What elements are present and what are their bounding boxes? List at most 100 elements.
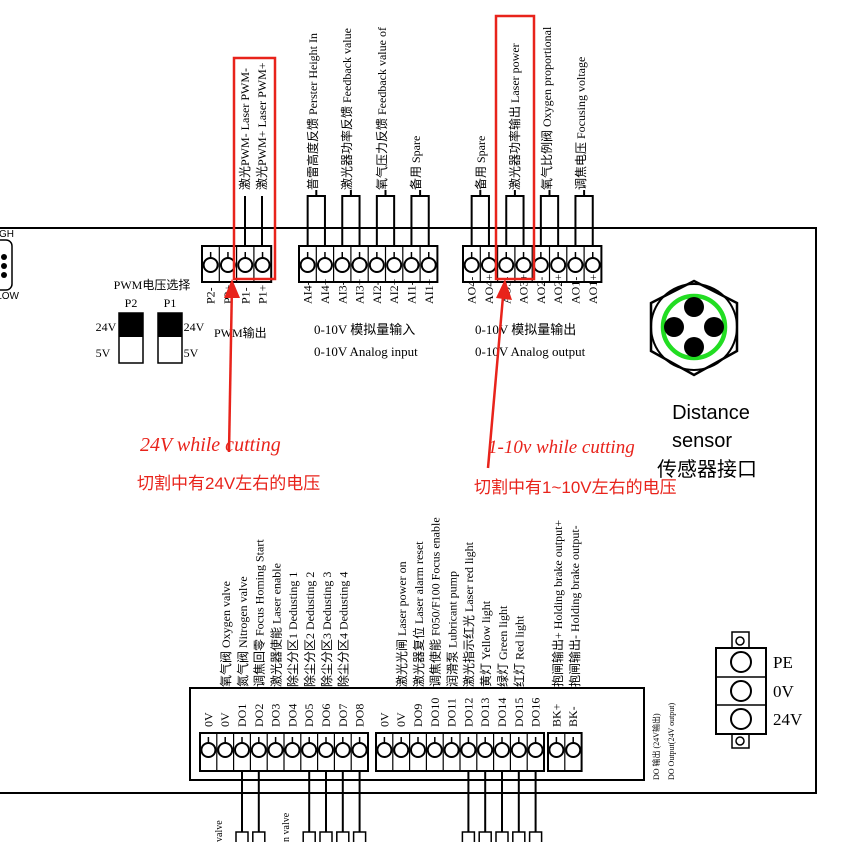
p1-5v-label: 5V: [184, 346, 199, 360]
bottom-group2-screw-5[interactable]: [460, 742, 477, 758]
bottom-terminal-strips: [199, 732, 583, 772]
ao3-highlight-box: [494, 14, 536, 281]
power-pin-pe: [730, 651, 752, 673]
analog_in-screw-3[interactable]: [351, 257, 368, 273]
bottom-group1-screw-9[interactable]: [351, 742, 368, 758]
right-arrow-shaft: [486, 284, 506, 469]
power-label-0v: 0V: [773, 682, 795, 701]
analog_in-screw-0[interactable]: [299, 257, 316, 273]
pwm-plus-label: 激光PWM+ Laser PWM+: [255, 62, 269, 190]
bottom-group2-screw-0[interactable]: [376, 742, 393, 758]
do-label-b-0: 激光光闸 Laser power on: [395, 561, 409, 687]
analog_out-screw-1[interactable]: [480, 257, 497, 273]
analog_out-screw-4[interactable]: [532, 257, 549, 273]
bottom-group1-screw-0[interactable]: [200, 742, 217, 758]
analog_in-screw-7[interactable]: [420, 257, 437, 273]
do-label-a-1: 氮气阀 Nitrogen valve: [235, 576, 250, 687]
do-label-a-7: 除尘分区4 Dedusting 4: [336, 572, 351, 687]
do-label-b-4: 激光指示红光 Laser red light: [461, 541, 476, 687]
bottom-group1-screw-6[interactable]: [301, 742, 318, 758]
bottom-group1-pin-9: DO8: [353, 704, 367, 727]
analog_out-screw-6[interactable]: [567, 257, 584, 273]
bottom-group3-pin-0: BK+: [549, 703, 563, 727]
analog_out-screw-3[interactable]: [515, 257, 532, 273]
bottom-group3-screw-1[interactable]: [565, 742, 582, 758]
analog-in-label-3: 备用 Spare: [409, 136, 423, 190]
red-annotations: 24V while cutting 切割中有24V左右的电压 1-10v whi…: [137, 14, 677, 497]
brake-minus-label: 抱闸输出- Holding brake output-: [567, 525, 582, 687]
left-annotation-cn: 切割中有24V左右的电压: [137, 474, 320, 493]
pwm-minus-label: 激光PWM- Laser PWM-: [238, 68, 252, 190]
bottom-cut-label-2: n valve: [281, 812, 292, 842]
bottom-group1-pin-3: DO2: [252, 704, 266, 727]
bottom-group2-pin-6: DO13: [478, 698, 492, 727]
pwm_left-screw-0[interactable]: [202, 257, 219, 273]
bottom-group2-screw-4[interactable]: [443, 742, 460, 758]
bottom-group2-pin-4: DO11: [445, 698, 459, 727]
sensor-hex-nut: [649, 279, 739, 377]
bottom-group1-screw-1[interactable]: [217, 742, 234, 758]
bottom-group2-screw-8[interactable]: [510, 742, 527, 758]
top-terminal-strips: P2-P2+P1-P1+AI4-AI4+AI3-AI3+AI2-AI2+AI1-…: [201, 245, 603, 304]
analog_out-pin-label-5: AO2+: [551, 274, 565, 304]
analog_in-screw-5[interactable]: [386, 257, 403, 273]
analog_in-pin-label-6: AI1-: [404, 281, 418, 304]
pwm_left-screw-2[interactable]: [237, 257, 254, 273]
bottom-group2-screw-9[interactable]: [527, 742, 544, 758]
analog_in-screw-6[interactable]: [403, 257, 420, 273]
left-arrow-head: [224, 279, 240, 298]
analog_in-screw-2[interactable]: [334, 257, 351, 273]
analog_in-screw-4[interactable]: [368, 257, 385, 273]
bottom-group1-screw-5[interactable]: [284, 742, 301, 758]
do-label-a-2: 调焦回零 Focus Homing Start: [253, 539, 267, 687]
right-annotation-en: 1-10v while cutting: [488, 437, 635, 458]
bottom-group3-screw-0[interactable]: [548, 742, 565, 758]
do-label-a-5: 除尘分区2 Dedusting 2: [302, 572, 317, 687]
analog_out-screw-5[interactable]: [550, 257, 567, 273]
bottom-group2-screw-1[interactable]: [393, 742, 410, 758]
bottom-group2-pin-2: DO9: [411, 704, 425, 727]
top-wire-leads: [244, 190, 594, 246]
do-note-en: DO Output(24V output): [667, 702, 676, 780]
right-arrow-head: [496, 279, 512, 300]
bottom-wire-leads: [235, 771, 543, 842]
analog_out-screw-7[interactable]: [584, 257, 601, 273]
bottom-group1-screw-3[interactable]: [250, 742, 267, 758]
bottom-group2-screw-6[interactable]: [477, 742, 494, 758]
bottom-group2-screw-2[interactable]: [410, 742, 426, 758]
pwm-switch-p2-knob: [119, 313, 143, 337]
do-label-a-6: 除尘分区3 Dedusting 3: [319, 572, 334, 687]
analog_out-pin-label-4: AO2-: [534, 277, 548, 304]
bottom-group1-screw-4[interactable]: [267, 742, 284, 758]
bottom-group1-screw-7[interactable]: [318, 742, 334, 758]
pwm_left-screw-3[interactable]: [254, 257, 271, 273]
analog-out-label-2: 氧气比例阀 Oxygen proportional: [539, 26, 554, 190]
bottom-group1-pin-4: DO3: [269, 704, 283, 727]
analog-in-label-2: 氧气压力反馈 Feedback value of: [374, 27, 389, 190]
sensor-label-cn: 传感器接口: [657, 458, 757, 481]
pwm-voltage-select: PWM电压选择 P2 P1 24V 5V 24V 5V PWM输出: [96, 278, 267, 364]
analog-input-en: 0-10V Analog input: [314, 344, 418, 359]
analog_in-pin-label-0: AI4-: [301, 281, 315, 304]
brake-plus-label: 抱闸输出+ Holding brake output+: [550, 520, 565, 687]
analog_in-pin-label-2: AI3-: [335, 281, 349, 304]
analog_in-pin-label-4: AI2-: [370, 281, 384, 304]
analog_out-screw-2[interactable]: [498, 257, 515, 273]
analog_in-screw-1[interactable]: [316, 257, 333, 273]
analog_out-pin-label-3: AO3+: [517, 274, 531, 304]
bottom-group2-pin-8: DO15: [512, 698, 526, 727]
bottom-group1-pin-6: DO5: [302, 704, 316, 727]
sensor-pin-2: [664, 317, 684, 337]
bottom-group1-pin-5: DO4: [285, 704, 299, 727]
analog_out-pin-label-6: AO1-: [568, 277, 582, 304]
do-block-outline: [189, 687, 645, 781]
bottom-group2-pin-5: DO12: [461, 698, 475, 727]
board-outline: [0, 227, 817, 794]
bottom-group2-screw-7[interactable]: [494, 742, 510, 758]
analog_out-screw-0[interactable]: [463, 257, 480, 273]
bottom-group1-screw-8[interactable]: [334, 742, 351, 758]
bottom-group2-screw-3[interactable]: [426, 742, 443, 758]
bottom-group1-screw-2[interactable]: [234, 742, 250, 758]
power-pin-24v: [730, 708, 752, 730]
